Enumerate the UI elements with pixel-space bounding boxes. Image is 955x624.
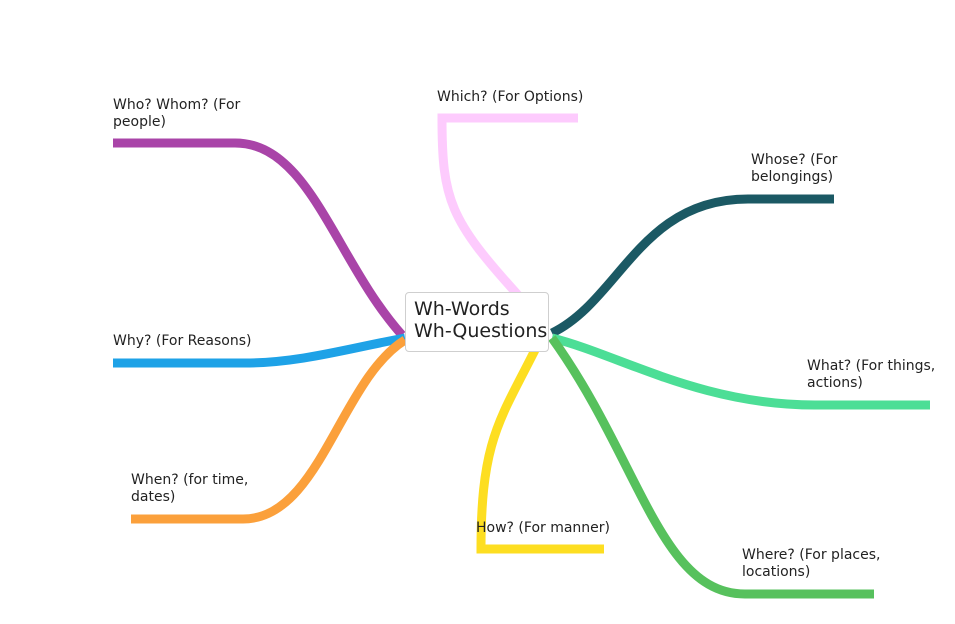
branch-line-why: [113, 333, 406, 368]
branch-label-who[interactable]: Who? Whom? (For people): [113, 97, 241, 130]
branch-label-how[interactable]: How? (For manner): [476, 520, 611, 536]
branch-label-when[interactable]: When? (for time, dates): [131, 472, 249, 505]
branch-label-what[interactable]: What? (For things, actions): [807, 358, 936, 391]
central-topic[interactable]: Wh-Words Wh-Questions: [405, 292, 549, 352]
branch-label-where[interactable]: Where? (For places, locations): [742, 547, 881, 580]
branch-label-which[interactable]: Which? (For Options): [437, 89, 584, 105]
central-topic-line-1: Wh-Words: [414, 298, 510, 320]
branch-line-what: [550, 333, 930, 410]
branch-line-when: [131, 336, 408, 524]
branch-label-whose[interactable]: Whose? (For belongings): [751, 152, 838, 185]
branch-line-whose: [549, 194, 834, 338]
branch-line-how: [476, 347, 604, 554]
branch-line-where: [548, 335, 874, 599]
branch-label-why[interactable]: Why? (For Reasons): [113, 333, 252, 349]
central-topic-line-2: Wh-Questions: [414, 320, 548, 342]
branch-line-which: [437, 113, 578, 299]
branch-line-who: [113, 138, 406, 338]
